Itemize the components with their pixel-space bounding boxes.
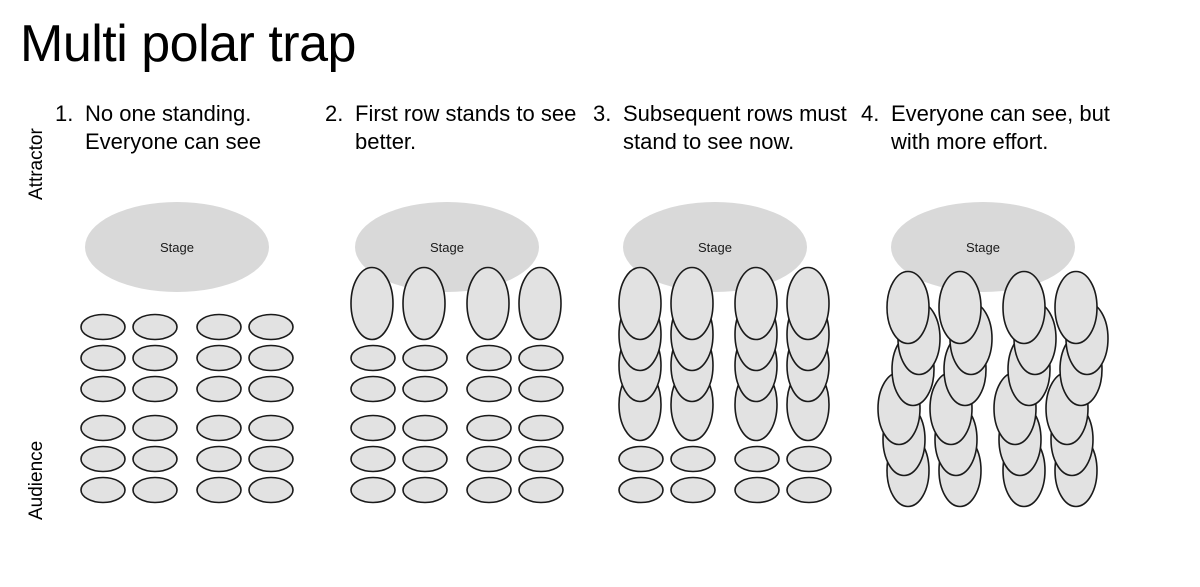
panel-caption-text: First row stands to see better.	[355, 101, 577, 155]
stage-label: Stage	[160, 240, 194, 255]
person-standing	[350, 266, 394, 341]
person-seated	[466, 476, 512, 504]
scenario-panel-4: 4. Everyone can see, but with more effort…	[861, 100, 1129, 570]
person-seated	[350, 476, 396, 504]
panel-number: 4.	[861, 101, 880, 126]
person-seated	[132, 313, 178, 341]
person-seated	[350, 375, 396, 403]
audience-group	[80, 313, 294, 504]
person-seated	[132, 414, 178, 442]
panel-figure: Stage	[55, 192, 323, 570]
person-seated	[466, 375, 512, 403]
person-seated	[466, 445, 512, 473]
person-seated	[466, 414, 512, 442]
person-seated	[402, 445, 448, 473]
panel-figure: Stage	[325, 192, 593, 570]
stage-shape: Stage	[891, 202, 1075, 292]
person-seated	[402, 476, 448, 504]
person-seated	[80, 476, 126, 504]
person-seated	[518, 375, 564, 403]
stage-label: Stage	[966, 240, 1000, 255]
person-standing	[786, 266, 830, 341]
person-seated	[132, 375, 178, 403]
panel-caption-text: No one standing. Everyone can see	[85, 101, 262, 155]
panel-caption: 1. No one standing. Everyone can see	[55, 100, 323, 192]
panel-number: 1.	[55, 101, 74, 126]
person-standing	[670, 266, 714, 341]
person-standing	[618, 266, 662, 341]
person-seated	[402, 344, 448, 372]
person-seated	[670, 476, 716, 504]
person-seated	[196, 375, 242, 403]
person-seated	[518, 344, 564, 372]
scenario-panel-2: 2. First row stands to see better. Stage	[325, 100, 593, 570]
person-seated	[734, 445, 780, 473]
person-seated	[132, 476, 178, 504]
audience-group	[350, 266, 564, 504]
person-seated	[350, 445, 396, 473]
person-seated	[402, 414, 448, 442]
panel-caption: 2. First row stands to see better.	[325, 100, 593, 192]
panel-caption-text: Subsequent rows must stand to see now.	[623, 101, 847, 155]
person-seated	[196, 445, 242, 473]
stage-label: Stage	[430, 240, 464, 255]
person-seated	[786, 476, 832, 504]
person-seated	[80, 375, 126, 403]
person-seated	[350, 414, 396, 442]
person-seated	[248, 375, 294, 403]
panel-caption-text: Everyone can see, but with more effort.	[891, 101, 1110, 155]
person-seated	[402, 375, 448, 403]
person-seated	[80, 344, 126, 372]
person-seated	[248, 445, 294, 473]
person-seated	[786, 445, 832, 473]
person-seated	[618, 476, 664, 504]
person-standing	[734, 266, 778, 341]
stage-shape: Stage	[85, 202, 269, 292]
person-seated	[196, 344, 242, 372]
person-seated	[196, 313, 242, 341]
person-seated	[618, 445, 664, 473]
panel-number: 3.	[593, 101, 612, 126]
panel-caption: 4. Everyone can see, but with more effort…	[861, 100, 1129, 192]
person-seated	[248, 344, 294, 372]
person-seated	[196, 476, 242, 504]
panel-figure: Stage	[861, 192, 1129, 570]
person-seated	[466, 344, 512, 372]
person-seated	[80, 445, 126, 473]
scenario-panel-3: 3. Subsequent rows must stand to see now.…	[593, 100, 861, 570]
panel-number: 2.	[325, 101, 344, 126]
panel-figure: Stage	[593, 192, 861, 570]
person-seated	[132, 445, 178, 473]
person-seated	[734, 476, 780, 504]
page-title: Multi polar trap	[20, 15, 356, 73]
person-seated	[248, 476, 294, 504]
panel-caption: 3. Subsequent rows must stand to see now.	[593, 100, 861, 192]
person-seated	[518, 445, 564, 473]
stage-label: Stage	[698, 240, 732, 255]
axis-label-attractor: Attractor	[26, 128, 47, 200]
person-standing	[466, 266, 510, 341]
person-standing	[518, 266, 562, 341]
person-seated	[518, 476, 564, 504]
person-standing	[1002, 270, 1046, 345]
person-seated	[132, 344, 178, 372]
person-seated	[80, 414, 126, 442]
person-seated	[196, 414, 242, 442]
audience-group	[618, 266, 832, 504]
person-seated	[350, 344, 396, 372]
person-seated	[248, 414, 294, 442]
person-standing	[938, 270, 982, 345]
person-seated	[80, 313, 126, 341]
person-seated	[248, 313, 294, 341]
person-seated	[670, 445, 716, 473]
person-standing	[1054, 270, 1098, 345]
person-standing	[402, 266, 446, 341]
person-standing	[886, 270, 930, 345]
audience-group	[877, 270, 1109, 508]
axis-label-audience: Audience	[26, 440, 47, 520]
person-seated	[518, 414, 564, 442]
